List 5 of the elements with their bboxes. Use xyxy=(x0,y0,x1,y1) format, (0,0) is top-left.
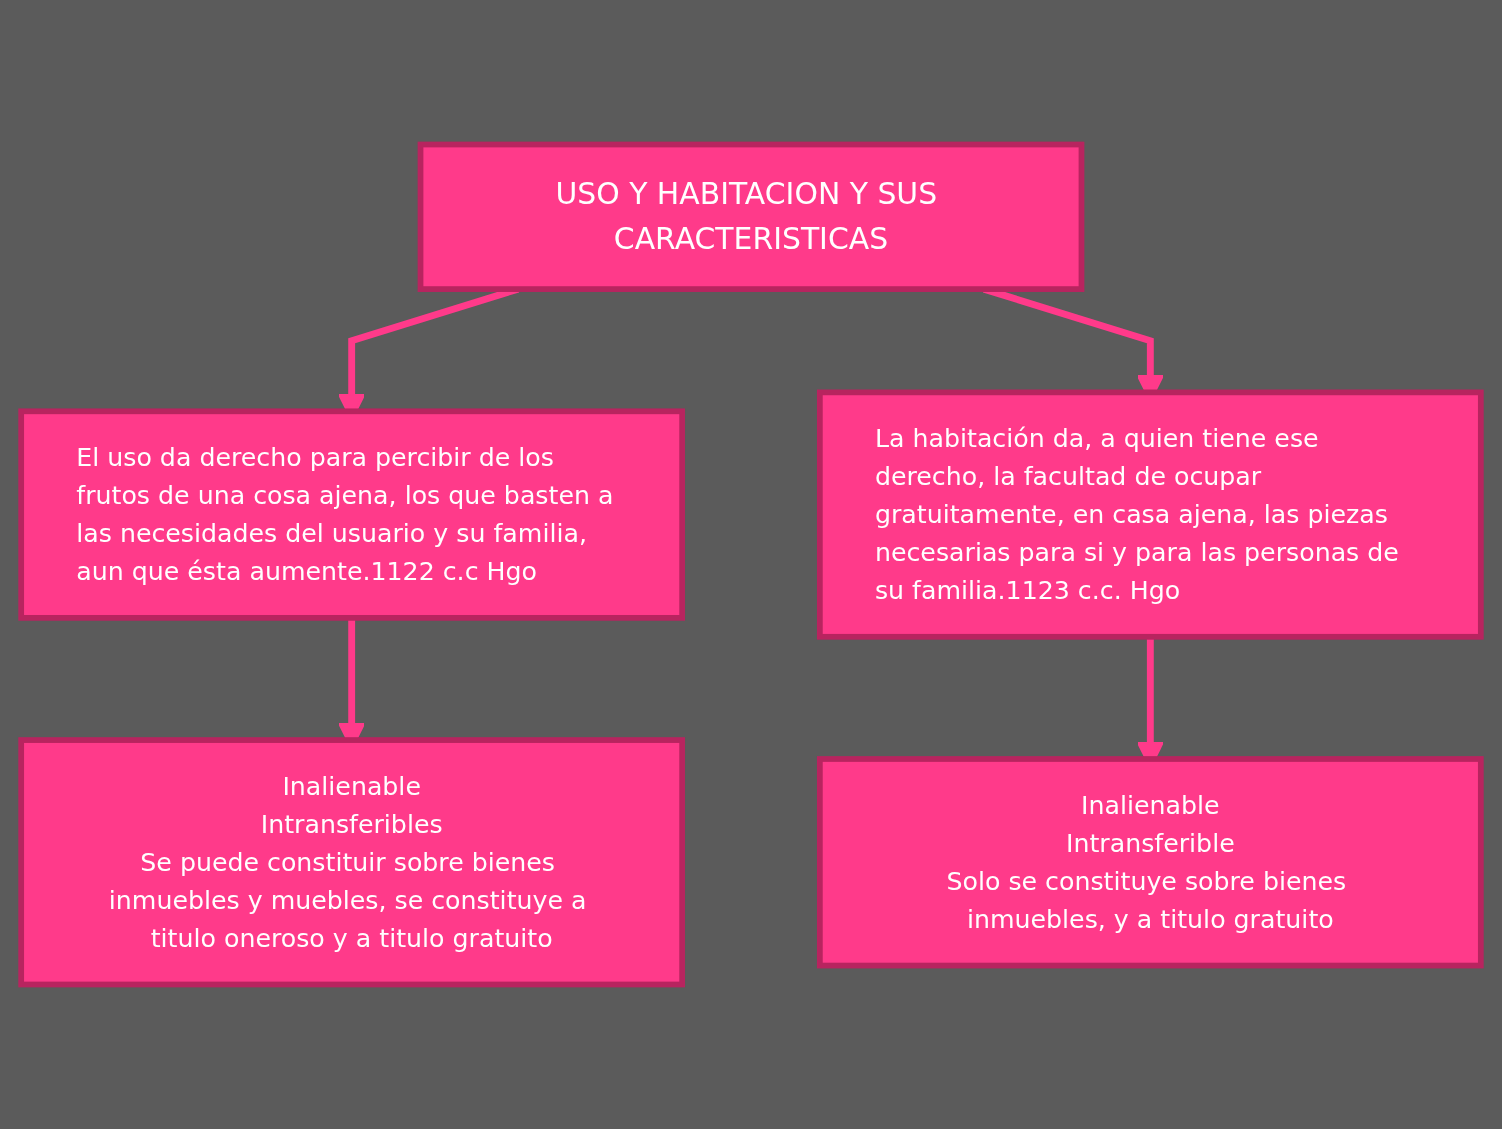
node-box: El uso da derecho para percibir de los frutos de una cosa ajena, los que basten a las necesidades del usuario y su familia, aun que ésta aumente.1122 c.c Hgo xyxy=(18,408,685,621)
node-box: La habitación da, a quien tiene ese derecho, la facultad de ocupar gratuitamente, en casa ajena, las piezas necesarias para si y para las personas de su familia.1123 c.c. Hgo xyxy=(817,389,1484,640)
node-box: Inalienable Intransferible Solo se constituye sobre bienes inmuebles, y a titulo gratuito xyxy=(817,756,1484,969)
node-box: USO Y HABITACION Y SUS CARACTERISTICAS xyxy=(417,141,1085,292)
node-box: Inalienable Intransferibles Se puede constituir sobre bienes inmuebles y muebles, se constituye a titulo oneroso y a titulo gratuito xyxy=(18,737,685,988)
